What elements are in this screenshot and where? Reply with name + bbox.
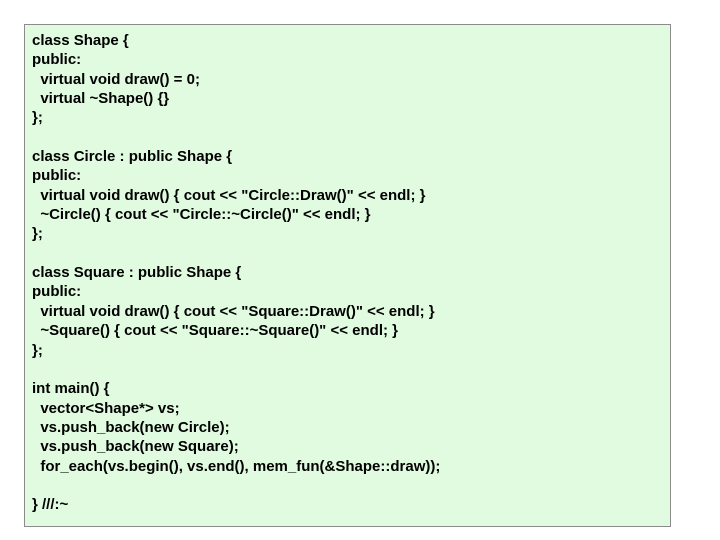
code-line — [32, 244, 670, 263]
code-line: vs.push_back(new Square); — [32, 438, 239, 456]
code-line: virtual void draw() { cout << "Circle::D… — [32, 186, 426, 204]
code-line: virtual ~Shape() {} — [32, 90, 170, 108]
code-line — [32, 128, 670, 147]
code-line: }; — [32, 225, 43, 243]
code-line: class Square : public Shape { — [32, 264, 242, 282]
code-line: }; — [32, 341, 43, 359]
code-line: }; — [32, 109, 43, 127]
code-line: public: — [32, 167, 82, 185]
code-line: class Shape { — [32, 32, 129, 49]
code-line: virtual void draw() = 0; — [32, 70, 200, 88]
code-line — [32, 360, 670, 379]
code-line: virtual void draw() { cout << "Square::D… — [32, 302, 435, 320]
code-line: vector<Shape*> vs; — [32, 399, 180, 417]
code-line: public: — [32, 283, 82, 301]
code-line: } ///:~ — [32, 496, 69, 514]
code-line: for_each(vs.begin(), vs.end(), mem_fun(&… — [32, 457, 441, 475]
code-line: ~Circle() { cout << "Circle::~Circle()" … — [32, 206, 371, 224]
code-line: int main() { — [32, 380, 110, 398]
code-line: public: — [32, 51, 82, 69]
code-line: class Circle : public Shape { — [32, 148, 233, 166]
code-listing-box: class Shape { public: virtual void draw(… — [24, 24, 671, 527]
code-line: vs.push_back(new Circle); — [32, 418, 230, 436]
code-line — [32, 476, 670, 495]
code-line: ~Square() { cout << "Square::~Square()" … — [32, 322, 398, 340]
